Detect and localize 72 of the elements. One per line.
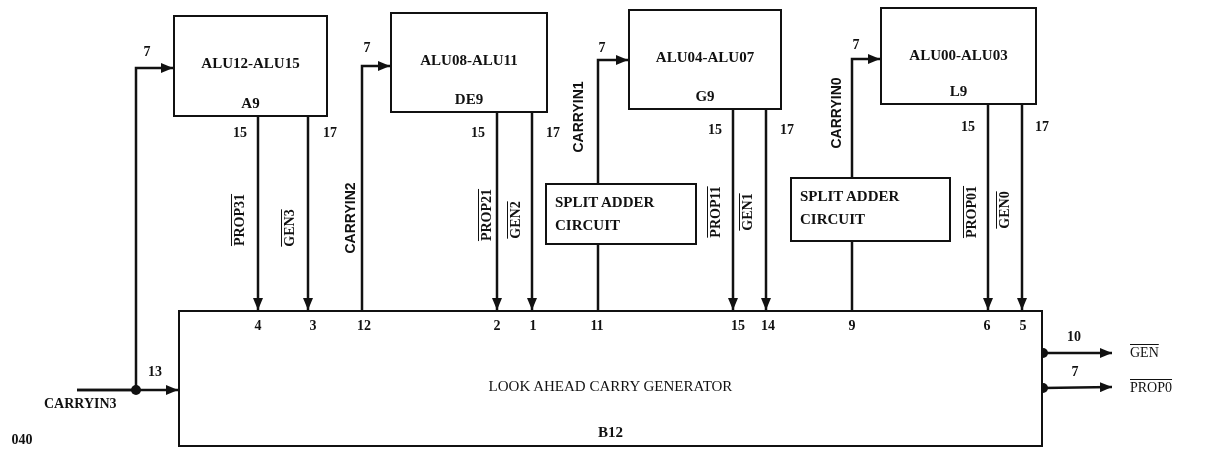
pin-number: 7 <box>1071 365 1079 379</box>
chip-designator: B12 <box>597 423 624 440</box>
arrow <box>728 110 738 310</box>
arrow <box>77 63 173 392</box>
arrow <box>850 54 880 177</box>
signal-label: GEN2 <box>509 200 523 240</box>
alu-chip-box <box>628 9 782 110</box>
pin-number: 7 <box>852 38 860 52</box>
pin-number: 7 <box>598 41 606 55</box>
pin-number: 1 <box>529 319 537 333</box>
pin-number: 14 <box>761 319 775 333</box>
pin-number: 10 <box>1067 330 1081 344</box>
generator-title: LOOK AHEAD CARRY GENERATOR <box>487 378 734 395</box>
pin-number: 12 <box>357 319 371 333</box>
alu-chip-box <box>173 15 328 117</box>
pin-number: 5 <box>1019 319 1027 333</box>
pin-number: 11 <box>590 319 604 333</box>
pin-number: 17 <box>323 126 337 140</box>
pin-number: 15 <box>233 126 247 140</box>
signal-label: CARRYIN0 <box>829 76 843 150</box>
generator-box <box>178 310 1043 447</box>
pin-number: 6 <box>983 319 991 333</box>
arrow <box>596 55 628 183</box>
pin-number: 7 <box>143 45 151 59</box>
chip-designator: DE9 <box>453 90 485 107</box>
pin-number: 9 <box>848 319 856 333</box>
pin-number: 15 <box>731 319 745 333</box>
arrow <box>253 117 263 310</box>
signal-label: GEN1 <box>741 192 755 232</box>
signal-label: CARRYIN1 <box>571 80 585 154</box>
input-signal-label: CARRYIN3 <box>44 396 117 412</box>
arrow <box>1017 105 1027 310</box>
output-signal-label: PROP0 <box>1130 380 1173 396</box>
chip-designator: A9 <box>240 94 261 111</box>
pin-number: 15 <box>708 123 722 137</box>
circuit-box <box>790 177 951 242</box>
pin-number: 15 <box>961 120 975 134</box>
arrow <box>983 105 993 310</box>
chip-designator: L9 <box>948 82 969 99</box>
signal-label: PROP31 <box>233 192 247 248</box>
signal-label: PROP21 <box>480 187 494 243</box>
pin-number: 3 <box>309 319 317 333</box>
signal-label: GEN3 <box>283 208 297 248</box>
alu-chip-box <box>390 12 548 113</box>
pin-number: 17 <box>780 123 794 137</box>
circuit-box <box>545 183 697 245</box>
signal-label: PROP01 <box>965 184 979 240</box>
pin-number: 17 <box>1035 120 1049 134</box>
arrow <box>527 113 537 310</box>
signal-label: GEN0 <box>998 190 1012 230</box>
pin-number: 13 <box>148 365 162 379</box>
alu-chip-box <box>880 7 1037 105</box>
pin-number: 4 <box>254 319 262 333</box>
signal-label: PROP11 <box>709 185 723 239</box>
arrow <box>303 117 313 310</box>
chip-designator: G9 <box>694 87 716 104</box>
pin-number: 2 <box>493 319 501 333</box>
circuit-label: SPLIT ADDER CIRCUIT <box>800 187 901 230</box>
chip-title: ALU12-ALU15 <box>200 55 301 72</box>
signal-label: CARRYIN2 <box>343 181 357 255</box>
pin-number: 17 <box>546 126 560 140</box>
pin-number: 15 <box>471 126 485 140</box>
chip-title: ALU08-ALU11 <box>419 52 519 69</box>
pin-number: 7 <box>363 41 371 55</box>
chip-title: ALU04-ALU07 <box>654 49 756 66</box>
output-signal-label: GEN <box>1130 345 1159 361</box>
arrow <box>492 113 502 310</box>
chip-title: ALU00-ALU03 <box>908 47 1009 64</box>
figure-number: 040 <box>11 433 33 447</box>
arrow <box>761 110 771 310</box>
arrow <box>360 61 390 310</box>
circuit-label: SPLIT ADDER CIRCUIT <box>555 193 656 236</box>
